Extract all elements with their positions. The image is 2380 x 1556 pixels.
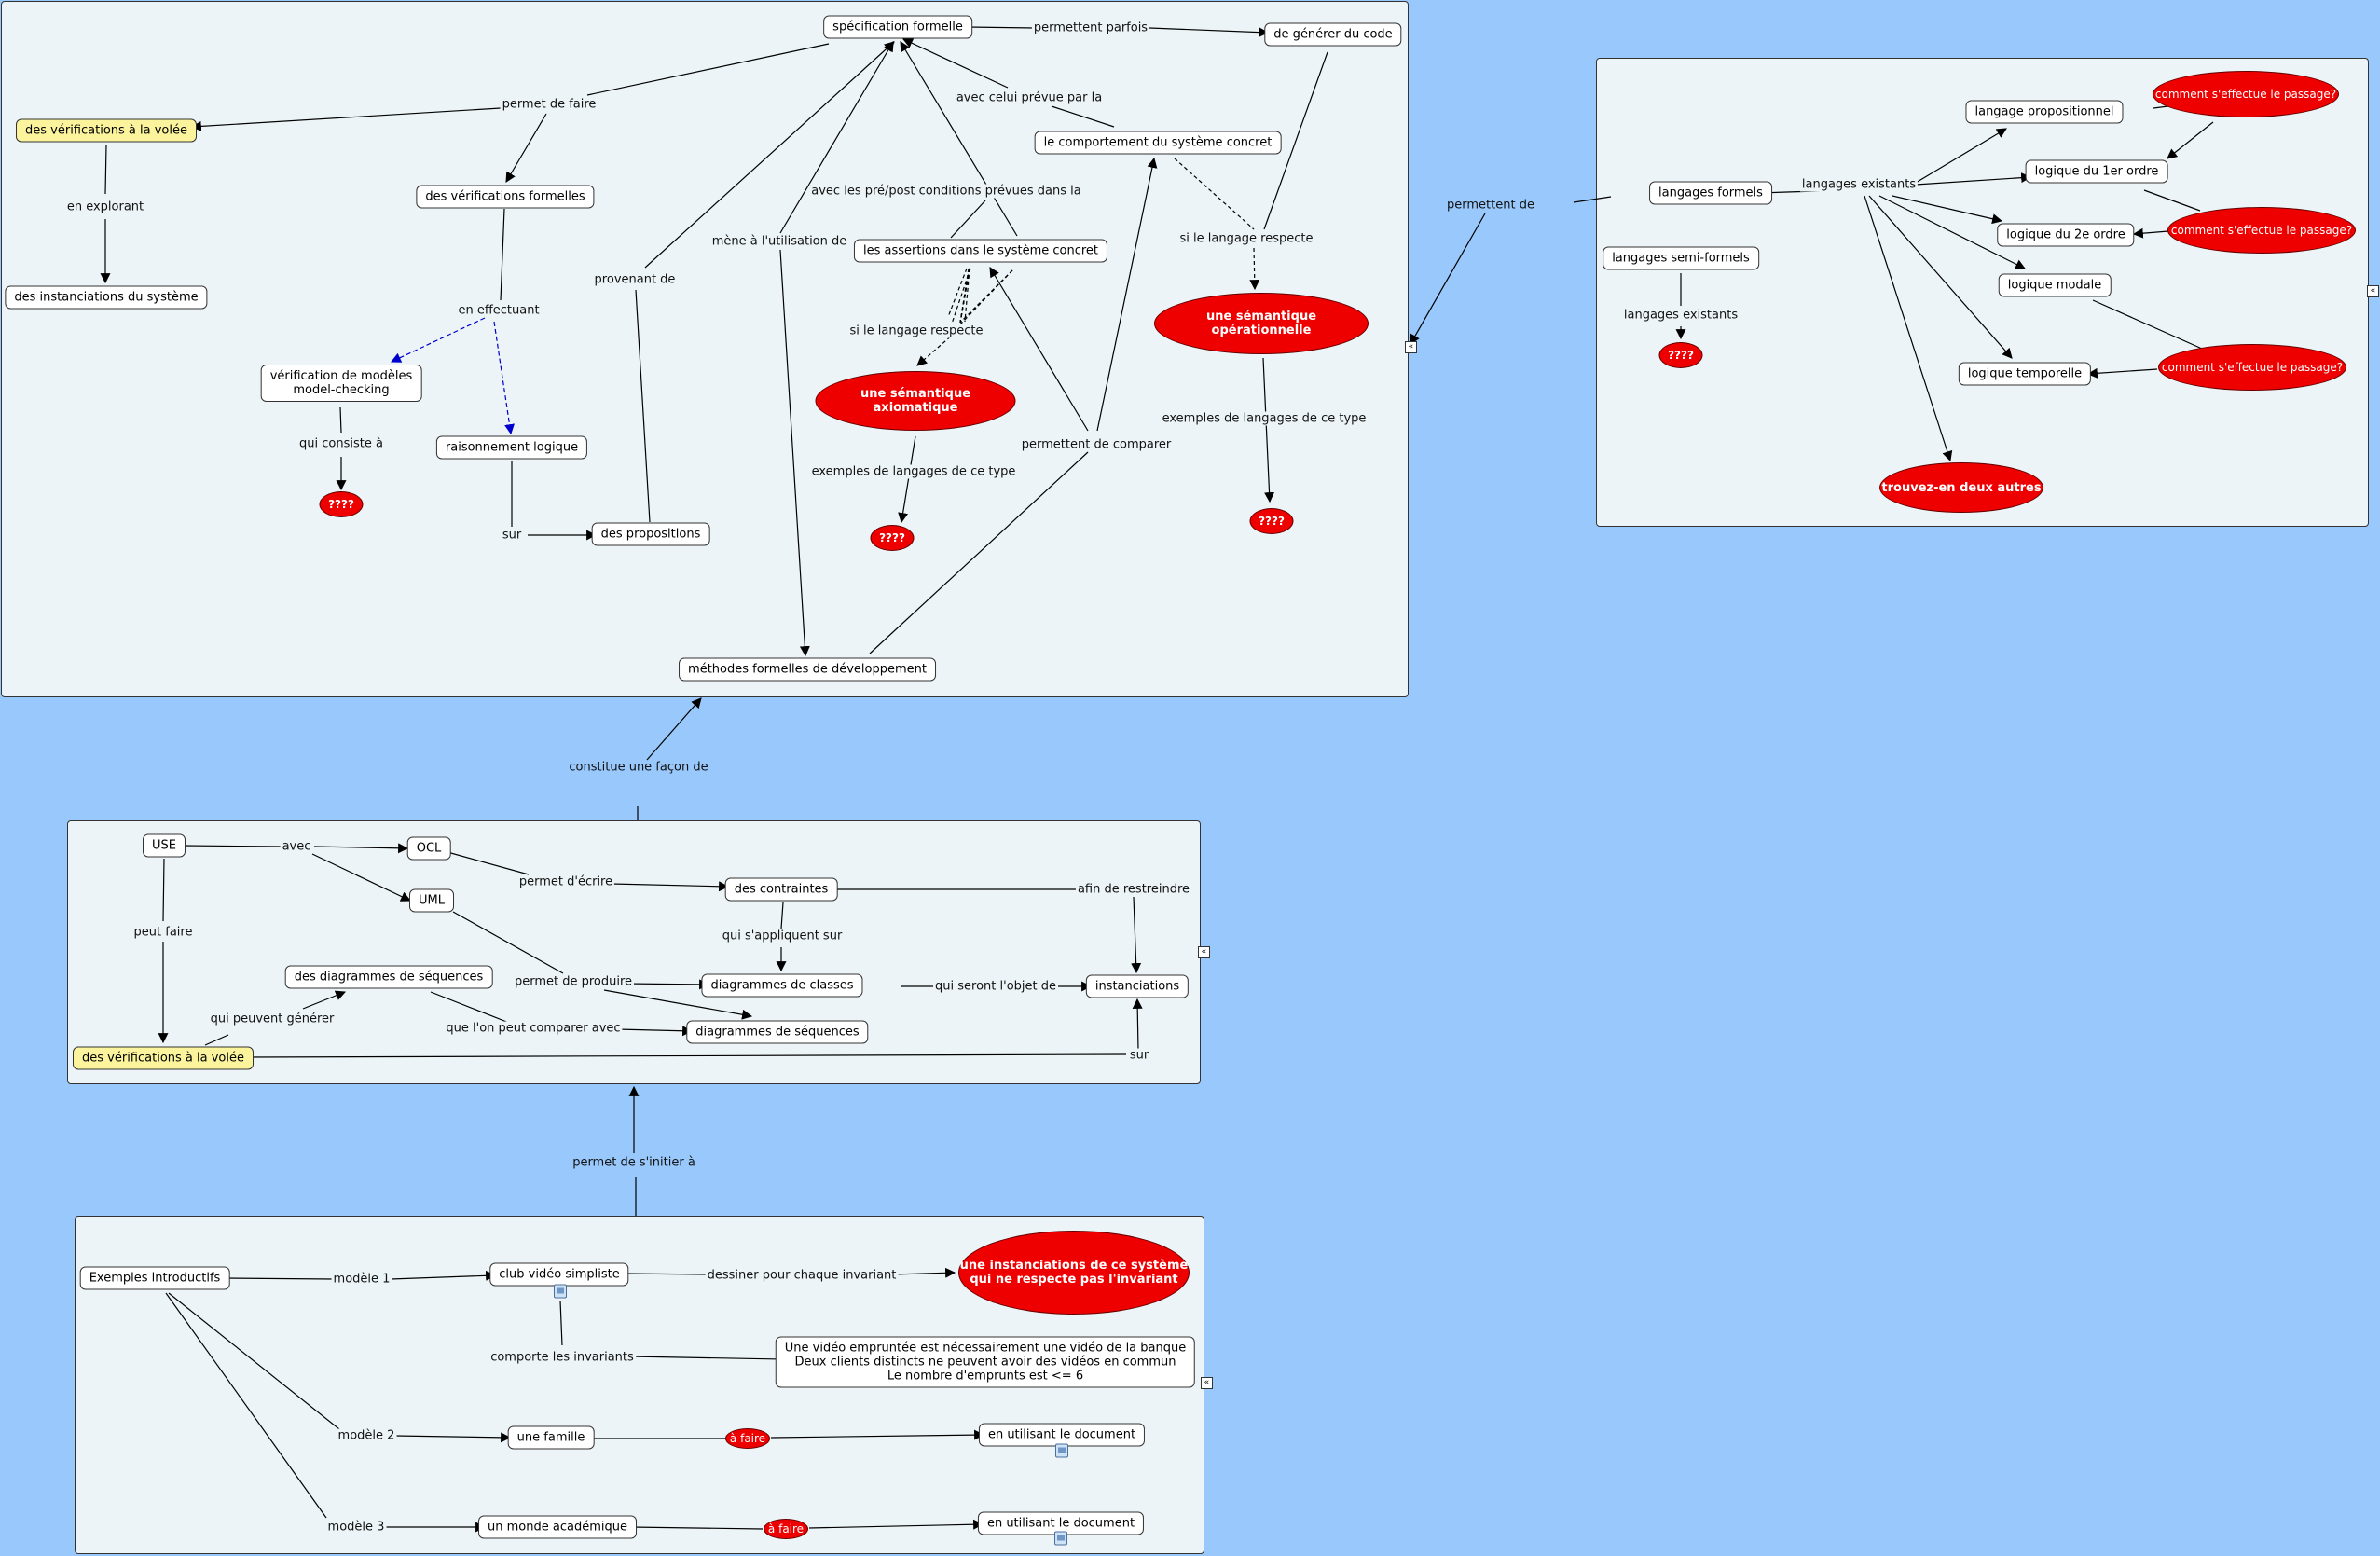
node-passage-1[interactable]: comment s'effectue le passage? <box>2153 71 2339 117</box>
link-modele-1: modèle 1 <box>331 1272 392 1287</box>
node-trouvez-deux-autres[interactable]: trouvez-en deux autres <box>1879 462 2043 513</box>
node-verifications-volee[interactable]: des vérifications à la volée <box>16 118 197 143</box>
collapse-icon[interactable]: « <box>1201 1377 1213 1389</box>
link-modele-3: modèle 3 <box>325 1520 387 1535</box>
link-sur-c: sur <box>1127 1048 1151 1063</box>
node-diagrammes-classes[interactable]: diagrammes de classes <box>701 973 863 998</box>
collapse-icon[interactable]: « <box>2367 285 2379 297</box>
node-use[interactable]: USE <box>143 833 186 858</box>
node-question-1[interactable]: ???? <box>319 491 364 517</box>
node-verifications-volee-c[interactable]: des vérifications à la volée <box>73 1046 254 1070</box>
link-modele-2: modèle 2 <box>336 1428 397 1443</box>
panel-formal-methods <box>1 1 1409 697</box>
link-permettent-comparer: permettent de comparer <box>1019 437 1174 452</box>
link-dessiner-invariant: dessiner pour chaque invariant <box>705 1268 899 1283</box>
node-semantique-axiomatique[interactable]: une sémantique axiomatique <box>815 371 1016 431</box>
node-specification-formelle[interactable]: spécification formelle <box>823 15 972 39</box>
node-langage-propositionnel[interactable]: langage propositionnel <box>1965 100 2124 124</box>
node-ocl[interactable]: OCL <box>406 836 451 861</box>
node-club-video[interactable]: club vidéo simpliste <box>489 1262 629 1287</box>
node-raisonnement-logique[interactable]: raisonnement logique <box>435 435 588 460</box>
node-langages-semi-formels[interactable]: langages semi-formels <box>1603 246 1759 270</box>
link-permet-de-faire: permet de faire <box>500 97 598 112</box>
panel-formal-languages <box>1596 58 2369 527</box>
node-uml[interactable]: UML <box>409 888 454 913</box>
node-en-utilisant-document-2[interactable]: en utilisant le document <box>977 1511 1145 1535</box>
node-instanciations[interactable]: instanciations <box>1085 974 1190 998</box>
node-comportement[interactable]: le comportement du système concret <box>1034 131 1282 155</box>
document-icon[interactable] <box>554 1284 567 1299</box>
node-logique-modale[interactable]: logique modale <box>1998 273 2112 297</box>
link-provenant-de: provenant de <box>592 272 678 287</box>
link-objet-de: qui seront l'objet de <box>933 979 1058 994</box>
link-appliquent-sur: qui s'appliquent sur <box>720 929 845 943</box>
collapse-icon[interactable]: « <box>1198 946 1210 958</box>
link-pre-post: avec les pré/post conditions prévues dan… <box>809 184 1083 199</box>
link-langages-existants-1: langages existants <box>1799 177 1919 192</box>
node-logique-temporelle[interactable]: logique temporelle <box>1958 362 2092 386</box>
node-verifications-formelles[interactable]: des vérifications formelles <box>416 185 595 209</box>
document-icon[interactable] <box>1055 1443 1068 1458</box>
node-instanciation-invariant[interactable]: une instanciations de ce système qui ne … <box>958 1231 1190 1315</box>
node-methodes-formelles[interactable]: méthodes formelles de développement <box>679 657 936 682</box>
collapse-icon[interactable]: « <box>1405 341 1417 353</box>
link-si-langage-1: si le langage respecte <box>1177 231 1315 246</box>
node-a-faire-2[interactable]: à faire <box>764 1519 808 1539</box>
node-une-famille[interactable]: une famille <box>507 1425 595 1450</box>
node-question-2[interactable]: ???? <box>870 525 915 551</box>
link-exemples-2: exemples de langages de ce type <box>1160 411 1369 426</box>
link-si-langage-2: si le langage respecte <box>847 324 985 338</box>
node-logique-2e-ordre[interactable]: logique du 2e ordre <box>1997 223 2135 247</box>
link-en-explorant: en explorant <box>64 200 146 214</box>
node-question-3[interactable]: ???? <box>1249 508 1294 534</box>
link-en-effectuant: en effectuant <box>456 303 542 318</box>
node-generer-code[interactable]: de générer du code <box>1264 22 1402 47</box>
link-permet-ecrire: permet d'écrire <box>516 874 615 889</box>
node-monde-academique[interactable]: un monde académique <box>478 1515 637 1539</box>
node-des-contraintes[interactable]: des contraintes <box>724 877 838 902</box>
node-diagrammes-sequences[interactable]: diagrammes de séquences <box>686 1020 869 1044</box>
link-avec-celui: avec celui prévue par la <box>954 90 1105 105</box>
node-a-faire-1[interactable]: à faire <box>725 1428 770 1449</box>
panel-use-tool <box>67 820 1201 1084</box>
link-comparer-avec: que l'on peut comparer avec <box>444 1021 623 1036</box>
node-exemples-introductifs[interactable]: Exemples introductifs <box>79 1266 230 1290</box>
node-instanciation-invariant-label: une instanciations de ce système qui ne … <box>959 1259 1189 1287</box>
node-instanciations-systeme[interactable]: des instanciations du système <box>5 285 208 310</box>
node-logique-1er-ordre[interactable]: logique du 1er ordre <box>2025 159 2168 184</box>
node-question-b[interactable]: ???? <box>1658 342 1703 368</box>
link-permet-initier: permet de s'initier à <box>571 1155 697 1170</box>
link-permet-produire: permet de produire <box>512 974 635 989</box>
node-passage-3[interactable]: comment s'effectue le passage? <box>2158 344 2346 391</box>
node-passage-2[interactable]: comment s'effectue le passage? <box>2167 207 2356 254</box>
link-peuvent-generer: qui peuvent générer <box>208 1012 337 1026</box>
node-en-utilisant-document-1[interactable]: en utilisant le document <box>978 1423 1146 1447</box>
link-permettent-parfois: permettent parfois <box>1031 21 1150 35</box>
node-langages-formels[interactable]: langages formels <box>1649 181 1772 205</box>
link-exemples-1: exemples de langages de ce type <box>809 464 1018 479</box>
link-mene-utilisation: mène à l'utilisation de <box>709 234 849 249</box>
document-icon[interactable] <box>1054 1531 1067 1546</box>
link-langages-existants-2: langages existants <box>1621 308 1740 323</box>
node-propositions[interactable]: des propositions <box>591 522 710 546</box>
link-comporte-invariants: comporte les invariants <box>488 1350 636 1365</box>
link-peut-faire: peut faire <box>131 925 195 940</box>
link-afin-restreindre: afin de restreindre <box>1075 882 1192 897</box>
link-qui-consiste: qui consiste à <box>297 436 385 451</box>
link-permettent-de: permettent de <box>1445 198 1536 213</box>
link-sur: sur <box>500 528 524 543</box>
node-assertions[interactable]: les assertions dans le système concret <box>853 239 1108 263</box>
node-semantique-operationnelle[interactable]: une sémantique opérationnelle <box>1154 293 1369 354</box>
link-constitue-facon: constitue une façon de <box>567 760 710 775</box>
node-des-diagrammes-sequences[interactable]: des diagrammes de séquences <box>284 965 493 989</box>
node-model-checking[interactable]: vérification de modèles model-checking <box>260 365 422 402</box>
node-invariants[interactable]: Une vidéo empruntée est nécessairement u… <box>775 1336 1196 1388</box>
link-avec: avec <box>280 839 313 854</box>
